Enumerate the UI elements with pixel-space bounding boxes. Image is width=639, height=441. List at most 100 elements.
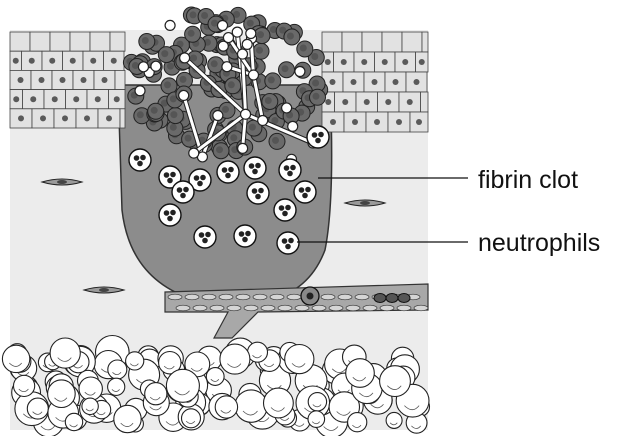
- cell-nucleus: [114, 96, 120, 102]
- cell-nucleus: [102, 77, 108, 83]
- epithelial-cell: [402, 32, 422, 52]
- fibrin-node: [165, 20, 175, 30]
- neutrophil-lobe: [205, 232, 211, 238]
- fibrin-node: [218, 20, 228, 30]
- cell-nucleus: [342, 99, 348, 105]
- platelet-granule: [268, 76, 275, 83]
- platelet-granule: [161, 50, 168, 57]
- fat-cell: [166, 369, 199, 402]
- fibrin-node: [223, 33, 233, 43]
- platelet-granule: [272, 137, 279, 144]
- endothelial-cell: [380, 305, 394, 311]
- fibrin-node: [295, 67, 305, 77]
- endothelial-cell: [270, 294, 284, 300]
- platelet-granule: [216, 146, 223, 153]
- fat-cell: [65, 413, 82, 430]
- cell-nucleus: [361, 59, 367, 65]
- cell-nucleus: [84, 115, 90, 121]
- epithelial-cell: [362, 32, 382, 52]
- epithelial-cell: [10, 32, 30, 51]
- fat-cell: [82, 398, 98, 414]
- fat-cell: [215, 396, 237, 418]
- fibrin-node: [179, 90, 189, 100]
- epithelial-cell: [382, 32, 402, 52]
- neutrophil-lobe: [255, 163, 261, 169]
- endothelial-cell: [329, 305, 343, 311]
- neutrophil-lobe: [199, 232, 205, 238]
- fibrin-node: [135, 86, 145, 96]
- neutrophil-lobe: [302, 193, 308, 199]
- cell-nucleus: [39, 77, 45, 83]
- fibrin-node: [189, 148, 199, 158]
- neutrophil-lobe: [258, 188, 264, 194]
- platelet-granule: [170, 111, 177, 118]
- neutrophil-lobe: [202, 238, 208, 244]
- cell-nucleus: [70, 58, 76, 64]
- cell-nucleus: [351, 79, 357, 85]
- fibrin-node: [238, 143, 248, 153]
- endothelial-cell: [168, 294, 182, 300]
- platelet-granule: [201, 12, 208, 19]
- cell-nucleus: [40, 115, 46, 121]
- neutrophil-lobe: [284, 165, 290, 171]
- platelet-granule: [287, 33, 294, 40]
- neutrophil: [217, 161, 239, 183]
- neutrophil: [129, 149, 151, 171]
- endothelial-cell: [355, 294, 369, 300]
- cell-nucleus: [62, 115, 68, 121]
- neutrophil-lobe: [287, 171, 293, 177]
- neutrophil-lobe: [164, 172, 170, 178]
- fibrin-node: [138, 62, 148, 72]
- neutrophil-lobe: [180, 193, 186, 199]
- platelet-granule: [188, 30, 195, 37]
- epithelial-cell: [115, 70, 125, 89]
- neutrophil-lobe: [170, 210, 176, 216]
- platelet-granule: [265, 97, 272, 104]
- red-blood-cell: [374, 294, 386, 303]
- cell-nucleus: [341, 59, 347, 65]
- fibrin-node: [288, 121, 298, 131]
- epithelial-cell: [110, 32, 125, 51]
- endothelial-cell: [346, 305, 360, 311]
- cell-nucleus: [352, 119, 358, 125]
- cell-nucleus: [111, 58, 117, 64]
- endothelial-cell: [414, 305, 428, 311]
- fat-cell: [386, 412, 402, 428]
- fibrin-node: [242, 39, 252, 49]
- platelet-granule: [256, 47, 263, 54]
- cell-nucleus: [52, 96, 58, 102]
- endothelial-cell: [236, 294, 250, 300]
- neutrophil-lobe: [282, 238, 288, 244]
- platelet-granule: [190, 11, 197, 18]
- fibrin-node: [248, 70, 258, 80]
- fibrin-node: [222, 62, 232, 72]
- fat-cell: [380, 366, 411, 397]
- fibroblast-nucleus: [57, 180, 67, 184]
- platelet-granule: [312, 80, 319, 87]
- neutrophil: [159, 204, 181, 226]
- cell-nucleus: [106, 115, 112, 121]
- neutrophil-lobe: [285, 244, 291, 250]
- epithelial-cell: [70, 32, 90, 51]
- fibrin-node: [237, 49, 247, 59]
- neutrophils-label: neutrophils: [478, 231, 600, 256]
- platelet-granule: [222, 106, 229, 113]
- neutrophil: [234, 225, 256, 247]
- fat-cell: [108, 378, 125, 395]
- platelet-granule: [282, 65, 289, 72]
- neutrophil-lobe: [282, 211, 288, 217]
- neutrophil: [294, 181, 316, 203]
- cell-nucleus: [414, 79, 420, 85]
- endothelial-cell: [312, 305, 326, 311]
- neutrophil-lobe: [312, 132, 318, 138]
- neutrophil: [172, 181, 194, 203]
- platelet-granule: [230, 134, 237, 141]
- epithelial-cell: [421, 92, 429, 112]
- fat-cell: [108, 360, 127, 379]
- cell-nucleus: [73, 96, 79, 102]
- neutrophil-lobe: [299, 187, 305, 193]
- fat-cell: [145, 383, 167, 405]
- cell-nucleus: [372, 79, 378, 85]
